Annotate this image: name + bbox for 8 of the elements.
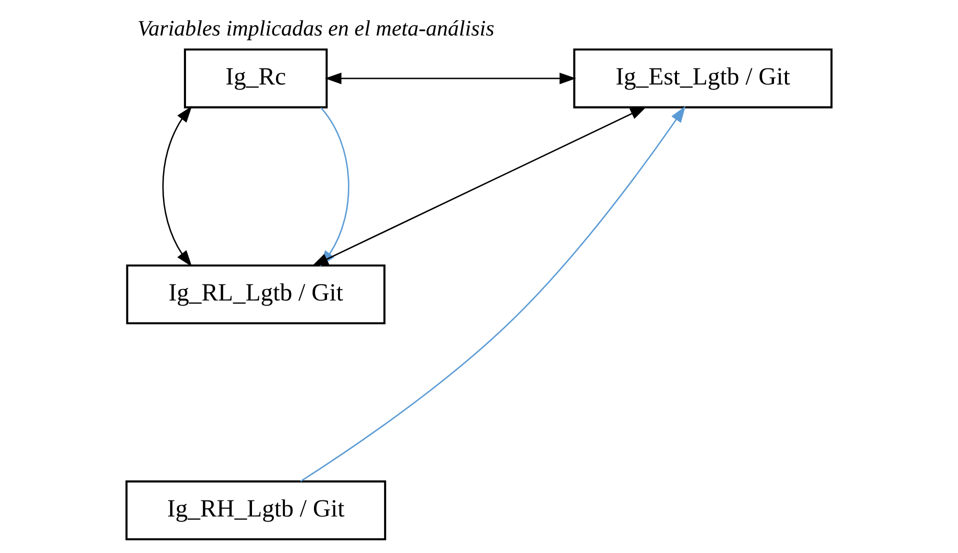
arrow	[162, 106, 192, 267]
diagram-title: Variables implicadas en el meta-análisis	[138, 15, 494, 40]
node-box: Ig_Est_Lgtb / Git	[573, 48, 833, 108]
node-box: Ig_RH_Lgtb / Git	[125, 480, 386, 540]
node-box: Ig_RL_Lgtb / Git	[126, 264, 386, 324]
node-box: Ig_Rc	[184, 48, 328, 108]
arrow	[300, 106, 686, 482]
arrow	[324, 72, 576, 84]
